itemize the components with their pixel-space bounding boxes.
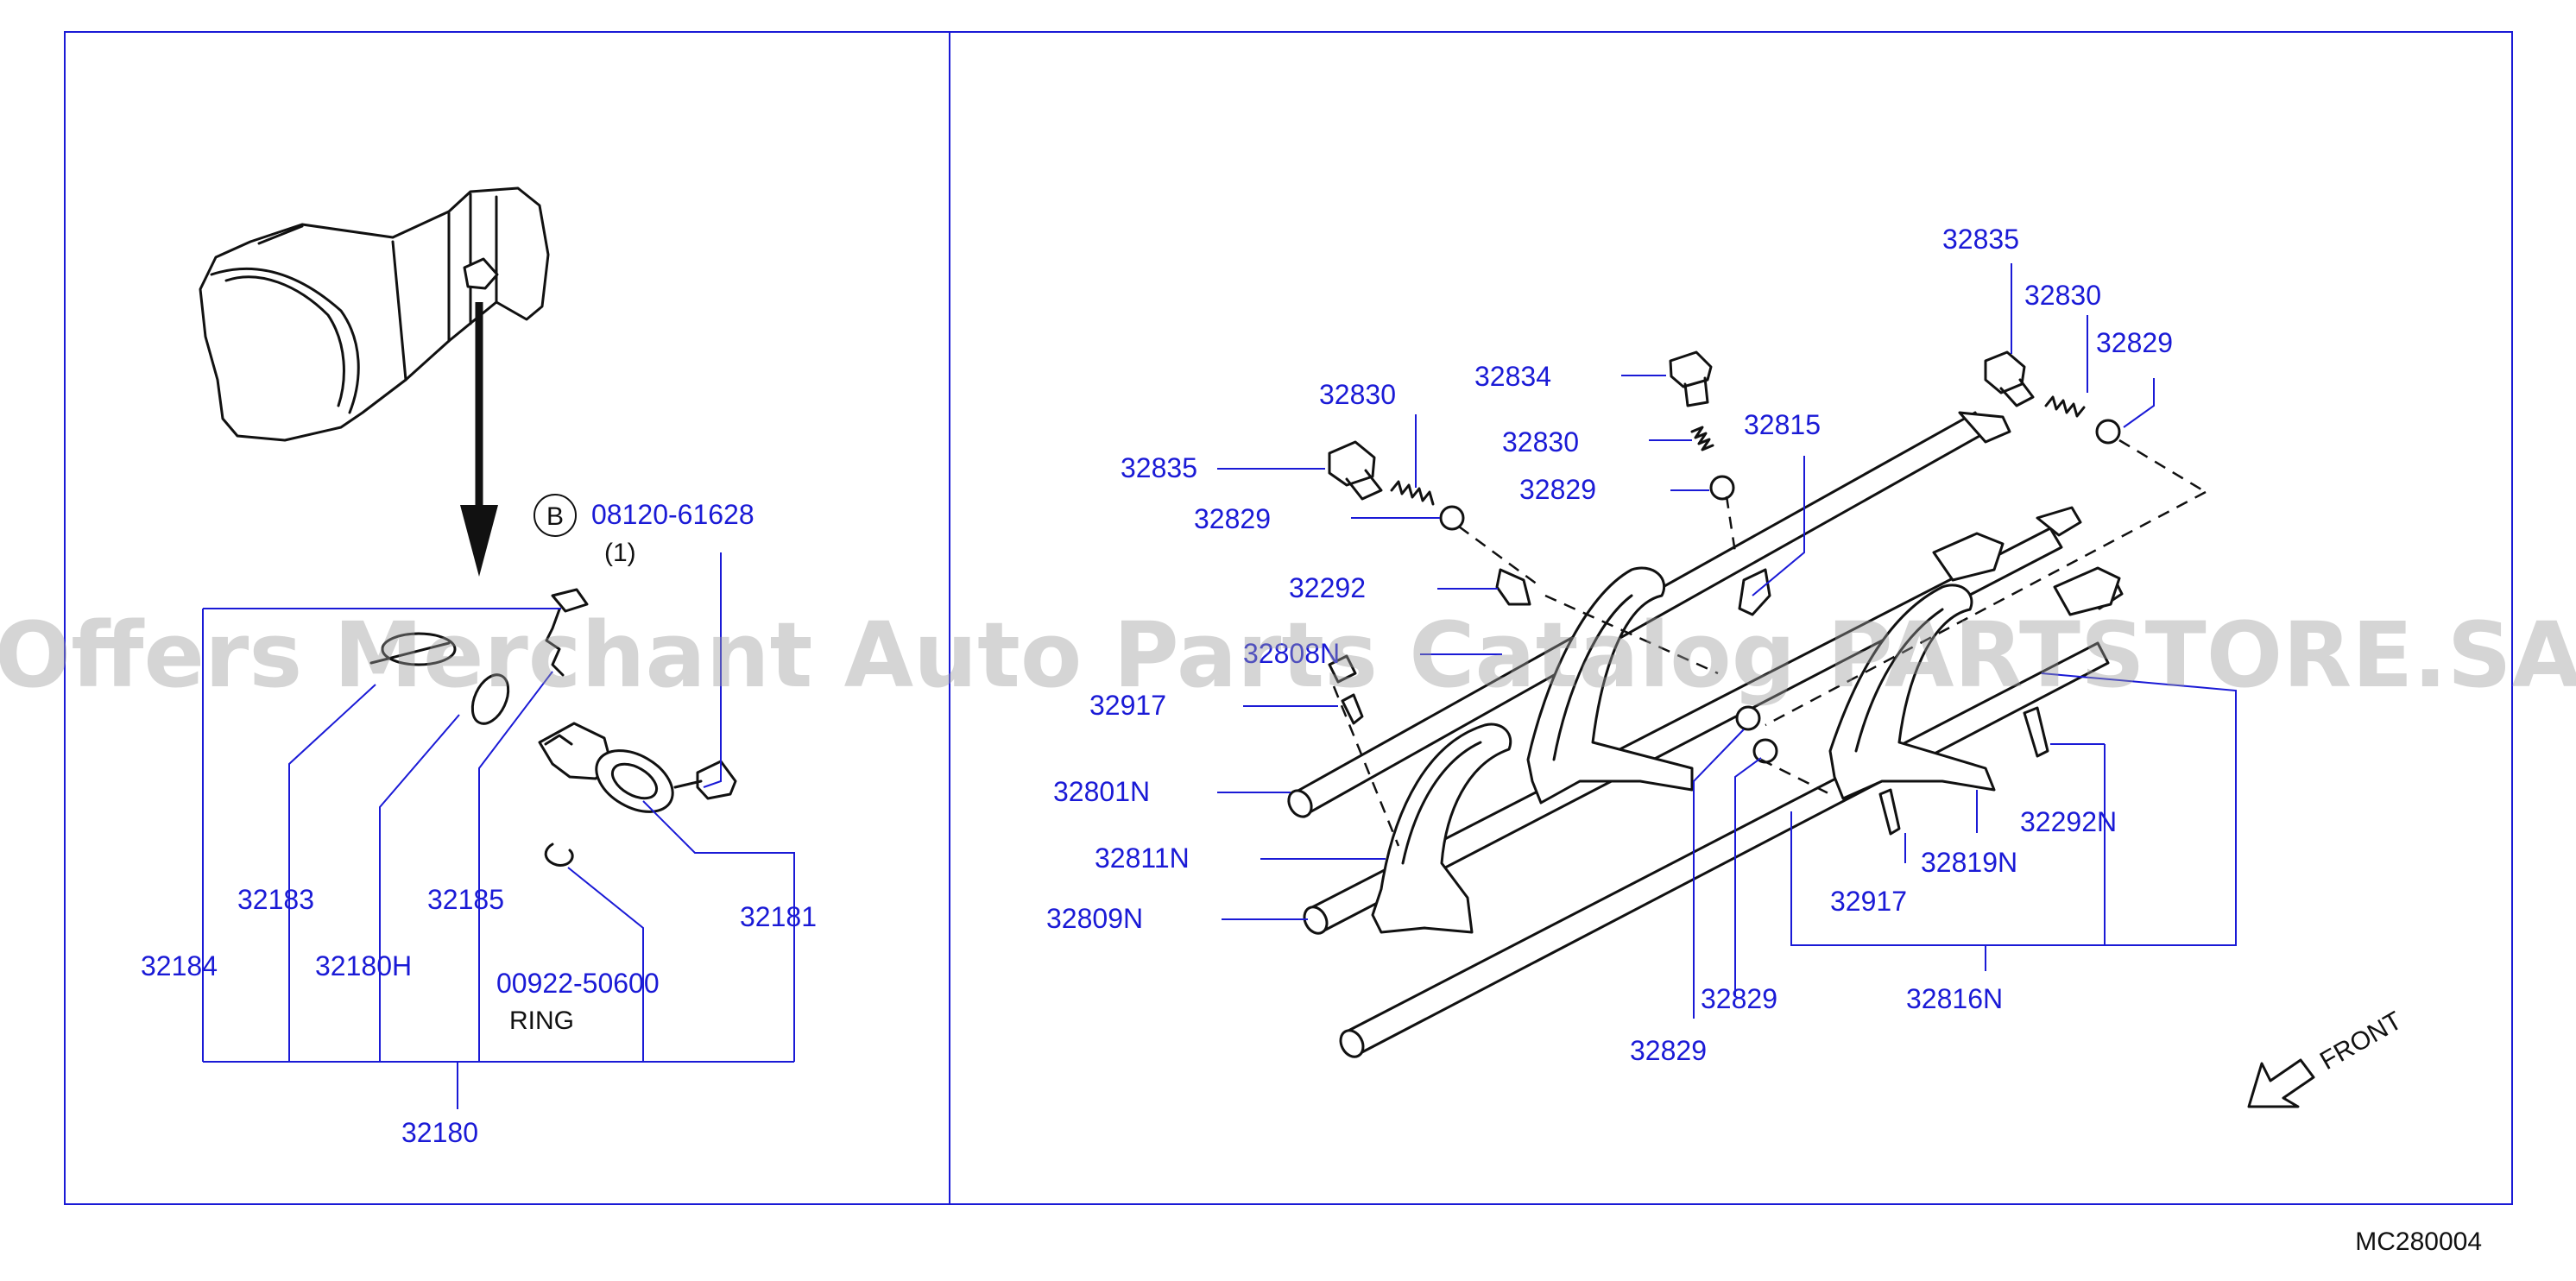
switch-assembly-drawing: [369, 588, 737, 867]
label-32835-top: 32835: [1942, 224, 2019, 255]
label-ring: RING: [509, 1006, 574, 1035]
label-32808n: 32808N: [1243, 638, 1340, 669]
label-32183: 32183: [237, 884, 314, 915]
label-front: FRONT: [2315, 1006, 2407, 1076]
label-32917-left: 32917: [1089, 690, 1166, 721]
label-08120-61628: 08120-61628: [591, 499, 754, 530]
circle-b: [534, 494, 577, 537]
transmission-housing-drawing: [199, 186, 550, 442]
label-32185: 32185: [427, 884, 504, 915]
label-32830-mid: 32830: [1502, 426, 1579, 458]
circle-b-letter: B: [546, 502, 564, 531]
label-32829-left: 32829: [1194, 503, 1271, 534]
label-32180h: 32180H: [315, 950, 412, 981]
label-32811n: 32811N: [1095, 842, 1190, 874]
watermark-text: Offers Merchant Auto Parts Catalog PARTS…: [0, 603, 2576, 708]
installation-arrow: [460, 302, 498, 577]
diagram-code: MC280004: [2355, 1227, 2482, 1256]
label-32815: 32815: [1744, 409, 1821, 440]
label-32816n: 32816N: [1906, 983, 2003, 1014]
label-32829-bottom-left: 32829: [1630, 1035, 1707, 1066]
label-32834: 32834: [1474, 361, 1551, 392]
label-32181: 32181: [740, 901, 817, 932]
right-leader-lines: [1217, 263, 2237, 1019]
label-quantity-1: (1): [604, 539, 636, 567]
right-panel-frame: [949, 31, 2513, 1205]
label-32819n: 32819N: [1921, 847, 2017, 878]
label-32184: 32184: [141, 950, 218, 981]
label-32829-mid: 32829: [1519, 474, 1596, 505]
shift-rail-assembly-drawing: [1287, 350, 2207, 1058]
label-32809n: 32809N: [1046, 903, 1143, 934]
label-32829-bottom-right: 32829: [1701, 983, 1777, 1014]
label-32801n: 32801N: [1053, 776, 1150, 807]
label-32830-top: 32830: [2024, 280, 2101, 311]
left-leader-lines: [202, 552, 795, 1109]
label-32292: 32292: [1289, 572, 1366, 603]
label-32835-left: 32835: [1121, 452, 1197, 483]
label-00922-50600: 00922-50600: [496, 968, 660, 999]
label-32917-right: 32917: [1830, 886, 1907, 917]
label-32829-top: 32829: [2096, 327, 2173, 358]
label-32180: 32180: [401, 1117, 478, 1148]
front-direction-arrow: FRONT: [2247, 1006, 2407, 1108]
label-32830-left: 32830: [1319, 379, 1396, 410]
label-32292n: 32292N: [2020, 806, 2117, 837]
